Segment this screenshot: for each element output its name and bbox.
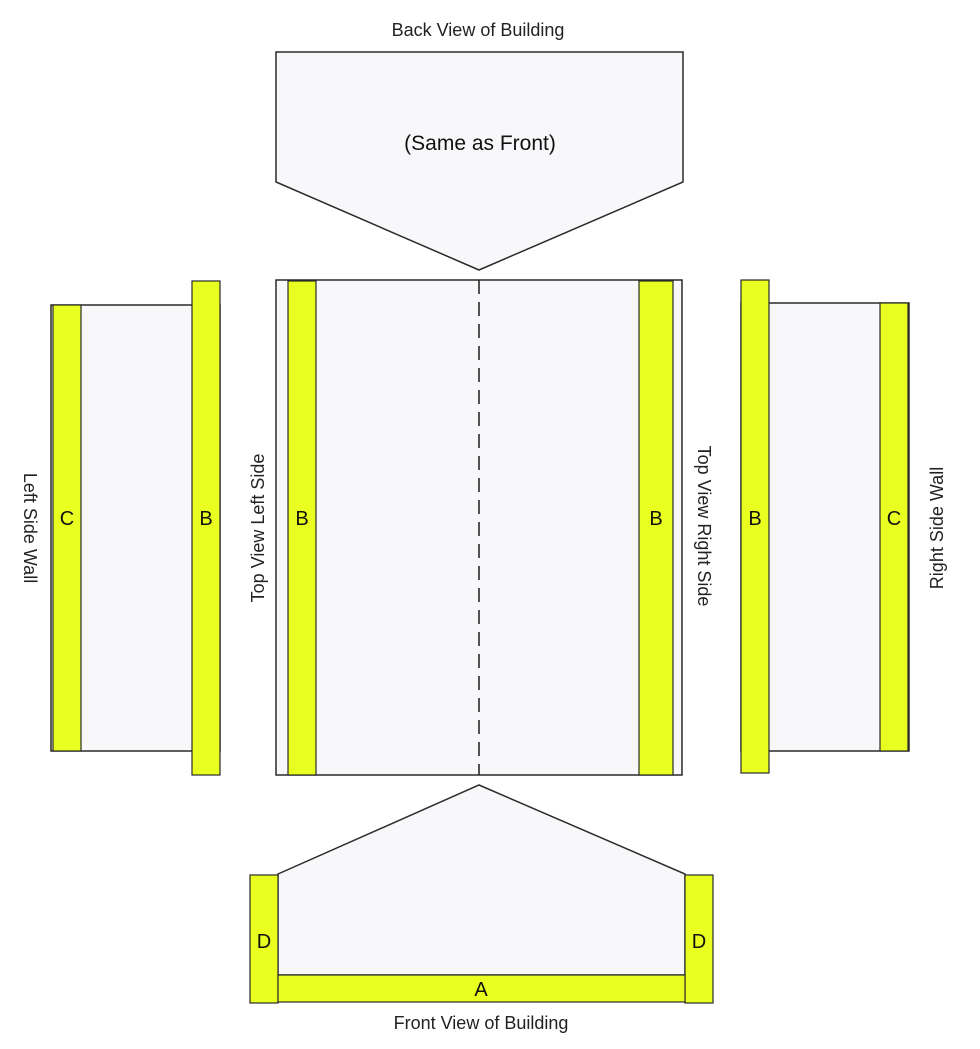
front-view-label-d-right: D bbox=[692, 931, 706, 953]
back-view-note: (Same as Front) bbox=[404, 132, 556, 155]
front-view-title: Front View of Building bbox=[394, 1013, 569, 1033]
left-wall-label-b: B bbox=[199, 508, 212, 530]
back-view-title: Back View of Building bbox=[392, 20, 565, 40]
left-side-wall-group: C B Left Side Wall bbox=[20, 280, 221, 776]
left-wall-label-c: C bbox=[60, 508, 74, 530]
right-side-wall-group: B C Right Side Wall bbox=[740, 279, 947, 774]
front-view-panel bbox=[277, 784, 686, 976]
back-view-panel bbox=[275, 51, 684, 271]
right-side-wall-title: Right Side Wall bbox=[927, 467, 947, 589]
right-wall-label-c: C bbox=[887, 508, 901, 530]
top-view-label-b-right: B bbox=[649, 508, 662, 530]
back-view-group: Back View of Building (Same as Front) bbox=[275, 20, 684, 271]
top-view-label-b-left: B bbox=[295, 508, 308, 530]
left-wall-board-c bbox=[52, 304, 82, 752]
front-view-board-d-left bbox=[249, 874, 279, 1004]
front-view-group: D D A Front View of Building bbox=[249, 784, 714, 1033]
front-view-label-d-left: D bbox=[257, 931, 271, 953]
right-wall-label-b: B bbox=[748, 508, 761, 530]
top-view-group: B B Top View Left Side Top View Right Si… bbox=[248, 279, 714, 776]
right-wall-board-b bbox=[740, 279, 770, 774]
left-side-wall-title: Left Side Wall bbox=[20, 473, 40, 583]
front-view-board-d-right bbox=[684, 874, 714, 1004]
top-view-board-b-right bbox=[638, 280, 674, 776]
top-view-right-side-label: Top View Right Side bbox=[694, 446, 714, 607]
right-wall-board-c bbox=[879, 302, 909, 752]
top-view-board-b-left bbox=[287, 280, 317, 776]
top-view-left-side-label: Top View Left Side bbox=[248, 454, 268, 603]
front-view-label-a: A bbox=[474, 979, 488, 1001]
left-wall-board-b bbox=[191, 280, 221, 776]
front-view-board-a bbox=[277, 974, 686, 1003]
